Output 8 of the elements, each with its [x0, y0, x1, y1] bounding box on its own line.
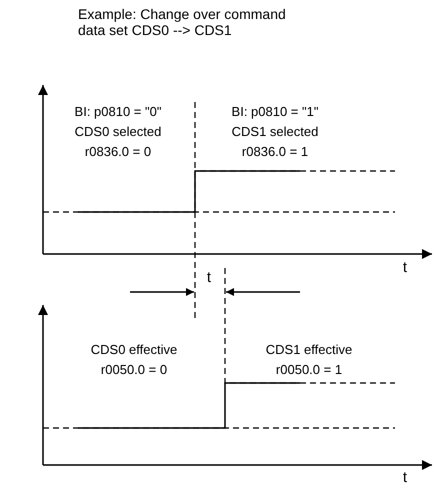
axis-label: t — [402, 258, 408, 278]
signal-description: CDS1 effective r0050.0 = 1 — [264, 341, 354, 379]
signal-description: BI: p0810 = "1" CDS1 selected r0836.0 = 1 — [230, 103, 320, 161]
signal-description: BI: p0810 = "0" CDS0 selected r0836.0 = 0 — [74, 103, 162, 161]
dimension-label: t — [206, 268, 212, 288]
title: Example: Change over command data set CDS0 --> CDS1 — [78, 6, 287, 38]
axis-label: t — [402, 468, 408, 488]
signal-description: CDS0 effective r0050.0 = 0 — [90, 341, 178, 379]
